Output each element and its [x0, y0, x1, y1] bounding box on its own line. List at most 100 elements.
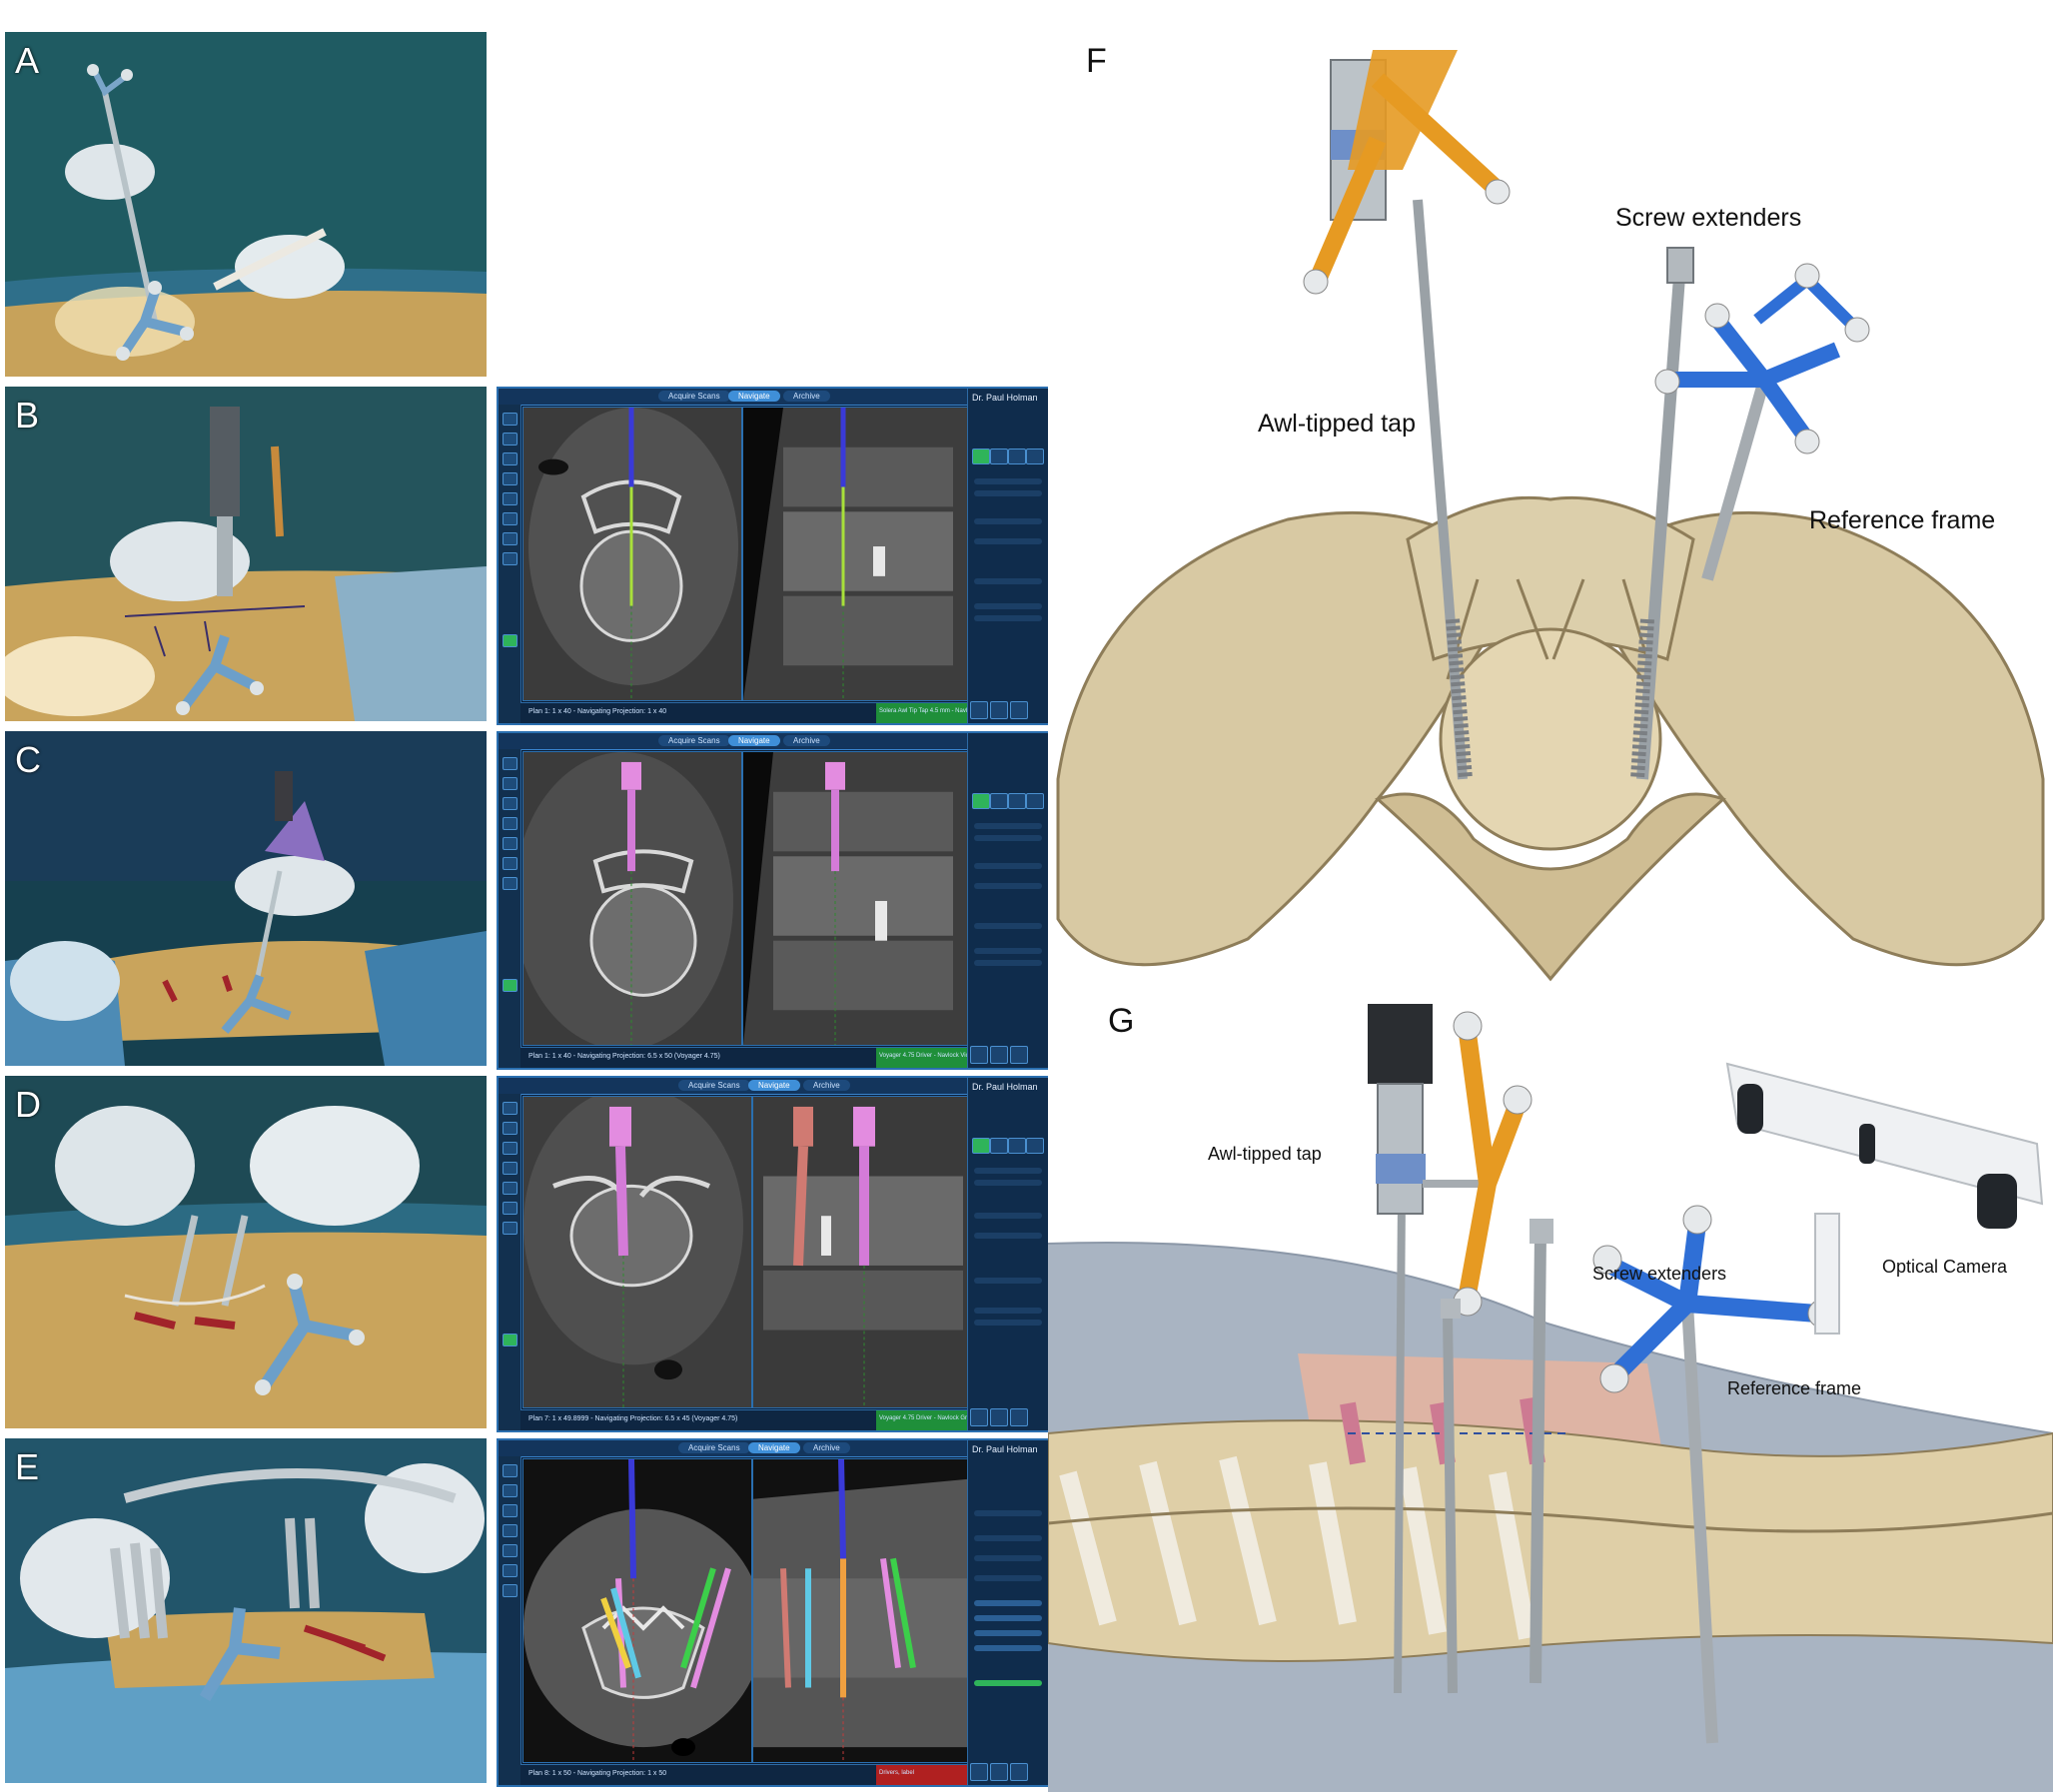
mode-button[interactable]	[972, 448, 990, 464]
measure-tool-icon[interactable]	[503, 979, 517, 992]
navigate-option[interactable]	[974, 1308, 1042, 1314]
implants-option[interactable]	[974, 1575, 1042, 1581]
implant-list-item[interactable]	[974, 1645, 1042, 1651]
surgeon-name: Dr. Paul Holman	[972, 1444, 1038, 1454]
video-settings-option[interactable]	[974, 1535, 1042, 1541]
tool-icon[interactable]	[503, 1162, 517, 1175]
tool-icon[interactable]	[503, 1544, 517, 1557]
tool-icon[interactable]	[503, 757, 517, 770]
implant-list-item[interactable]	[974, 1615, 1042, 1621]
tool-icon[interactable]	[503, 1504, 517, 1517]
mode-button[interactable]	[972, 1138, 990, 1154]
measure-tool-icon[interactable]	[503, 1334, 517, 1346]
measure-tool-icon[interactable]	[503, 634, 517, 647]
tab-archive[interactable]: Archive	[783, 391, 830, 402]
tool-icon[interactable]	[503, 1202, 517, 1215]
mode-button[interactable]	[1026, 1138, 1044, 1154]
tool-icon[interactable]	[503, 1484, 517, 1497]
projection-option[interactable]	[974, 478, 1042, 484]
tool-icon[interactable]	[503, 472, 517, 485]
tool-icon[interactable]	[503, 512, 517, 525]
screen-status-bar: Plan 1: 1 x 40 - Navigating Projection: …	[520, 702, 998, 723]
tool-icon[interactable]	[503, 433, 517, 446]
tool-icon[interactable]	[503, 1222, 517, 1235]
width-stepper[interactable]	[974, 1233, 1042, 1239]
tool-icon[interactable]	[503, 877, 517, 890]
navigate-option[interactable]	[974, 1320, 1042, 1326]
tool-icon[interactable]	[503, 1122, 517, 1135]
navigate-option[interactable]	[974, 603, 1042, 609]
bottom-toolset[interactable]	[970, 1046, 1048, 1066]
length-stepper[interactable]	[974, 1213, 1042, 1219]
edit-plans-option[interactable]	[974, 1555, 1042, 1561]
mode-button[interactable]	[990, 793, 1008, 809]
screen-status-bar: Plan 1: 1 x 40 - Navigating Projection: …	[520, 1047, 975, 1068]
screen-left-toolbar	[499, 1094, 521, 1430]
tool-icon[interactable]	[503, 777, 517, 790]
save-plan-button[interactable]	[974, 1278, 1042, 1284]
confirm-button[interactable]	[974, 1680, 1042, 1686]
length-stepper[interactable]	[974, 518, 1042, 524]
tool-icon[interactable]	[503, 797, 517, 810]
tab-navigate[interactable]: Navigate	[748, 1080, 800, 1091]
save-plan-button[interactable]	[974, 923, 1042, 929]
tool-icon[interactable]	[503, 1182, 517, 1195]
projection-option[interactable]	[974, 823, 1042, 829]
mode-button[interactable]	[1008, 793, 1026, 809]
tab-acquire-scans[interactable]: Acquire Scans	[678, 1080, 750, 1091]
tool-icon[interactable]	[503, 1584, 517, 1597]
bottom-toolset[interactable]	[970, 701, 1048, 721]
tab-navigate[interactable]: Navigate	[728, 735, 780, 746]
tool-icon[interactable]	[503, 857, 517, 870]
tool-icon[interactable]	[503, 1102, 517, 1115]
mode-button[interactable]	[990, 1138, 1008, 1154]
save-plan-button[interactable]	[974, 578, 1042, 584]
navigate-option[interactable]	[974, 948, 1042, 954]
tab-acquire-scans[interactable]: Acquire Scans	[658, 735, 730, 746]
tab-navigate[interactable]: Navigate	[748, 1442, 800, 1453]
tab-acquire-scans[interactable]: Acquire Scans	[658, 391, 730, 402]
implant-list-item[interactable]	[974, 1630, 1042, 1636]
navigation-status-text: Plan 8: 1 x 50 - Navigating Projection: …	[528, 1770, 667, 1777]
mode-button[interactable]	[1008, 1138, 1026, 1154]
tool-icon[interactable]	[503, 1564, 517, 1577]
mode-button[interactable]	[1026, 448, 1044, 464]
ct-axial-view	[522, 407, 742, 701]
projection-option[interactable]	[974, 490, 1042, 496]
navigate-option[interactable]	[974, 615, 1042, 621]
photo-b: B	[5, 387, 487, 721]
mode-button[interactable]	[990, 448, 1008, 464]
bottom-toolset[interactable]	[970, 1763, 1048, 1783]
tab-archive[interactable]: Archive	[803, 1080, 850, 1091]
tool-icon[interactable]	[503, 1464, 517, 1477]
screen-status-bar: Plan 8: 1 x 50 - Navigating Projection: …	[520, 1764, 968, 1785]
mode-button[interactable]	[1008, 448, 1026, 464]
navigate-option[interactable]	[974, 960, 1042, 966]
tool-icon[interactable]	[503, 413, 517, 426]
tab-archive[interactable]: Archive	[783, 735, 830, 746]
mode-button[interactable]	[1026, 793, 1044, 809]
tab-navigate[interactable]: Navigate	[728, 391, 780, 402]
projection-option[interactable]	[974, 1180, 1042, 1186]
tool-icon[interactable]	[503, 532, 517, 545]
tool-icon[interactable]	[503, 817, 517, 830]
projection-option[interactable]	[974, 835, 1042, 841]
tool-icon[interactable]	[503, 552, 517, 565]
bottom-toolset[interactable]	[970, 1408, 1048, 1428]
projection-option[interactable]	[974, 1168, 1042, 1174]
width-stepper[interactable]	[974, 883, 1042, 889]
tool-icon[interactable]	[503, 837, 517, 850]
menu-option[interactable]	[974, 1510, 1042, 1516]
tab-acquire-scans[interactable]: Acquire Scans	[678, 1442, 750, 1453]
length-stepper[interactable]	[974, 863, 1042, 869]
tab-archive[interactable]: Archive	[803, 1442, 850, 1453]
tool-icon[interactable]	[503, 452, 517, 465]
tool-icon[interactable]	[503, 1524, 517, 1537]
ct-axial-view	[522, 751, 742, 1046]
tool-icon[interactable]	[503, 1142, 517, 1155]
implant-list-item[interactable]	[974, 1600, 1042, 1606]
width-stepper[interactable]	[974, 538, 1042, 544]
spine-navigation-illustration	[1048, 1004, 2053, 1792]
tool-icon[interactable]	[503, 492, 517, 505]
mode-button[interactable]	[972, 793, 990, 809]
